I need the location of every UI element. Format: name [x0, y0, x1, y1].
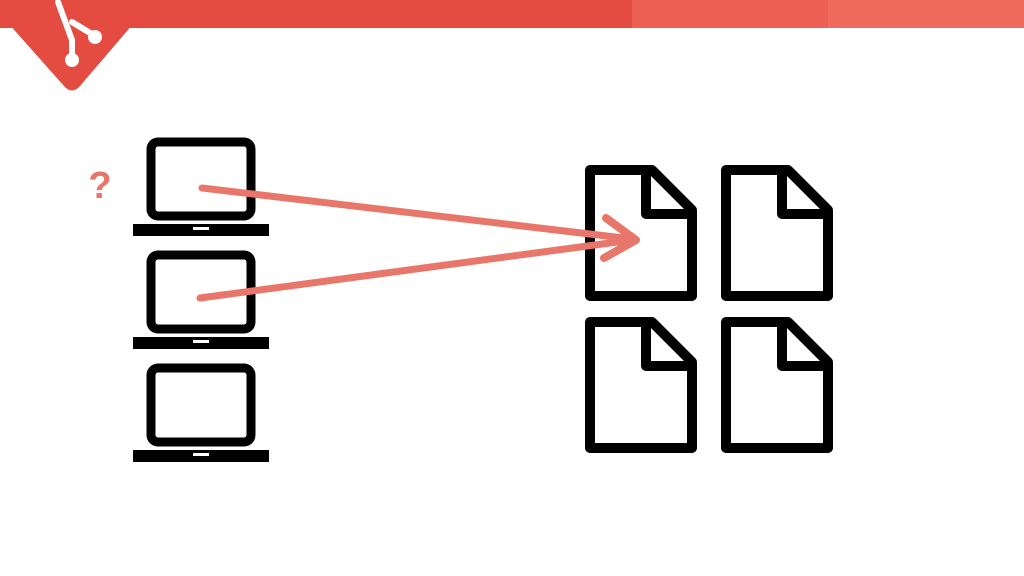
header-bar-segment-2 — [632, 0, 828, 28]
laptop-icon — [133, 368, 269, 462]
header-bar-segment-3 — [828, 0, 1024, 28]
arrow-laptop-1-to-file — [198, 184, 636, 243]
file-icon — [726, 170, 828, 296]
file-icon — [726, 322, 828, 448]
laptop-icon — [133, 255, 269, 349]
git-logo-badge — [0, 0, 145, 91]
arrowhead — [600, 214, 640, 262]
file-icon — [590, 322, 692, 448]
arrow-laptop-2-to-file — [196, 236, 636, 302]
question-mark: ? — [88, 165, 112, 207]
